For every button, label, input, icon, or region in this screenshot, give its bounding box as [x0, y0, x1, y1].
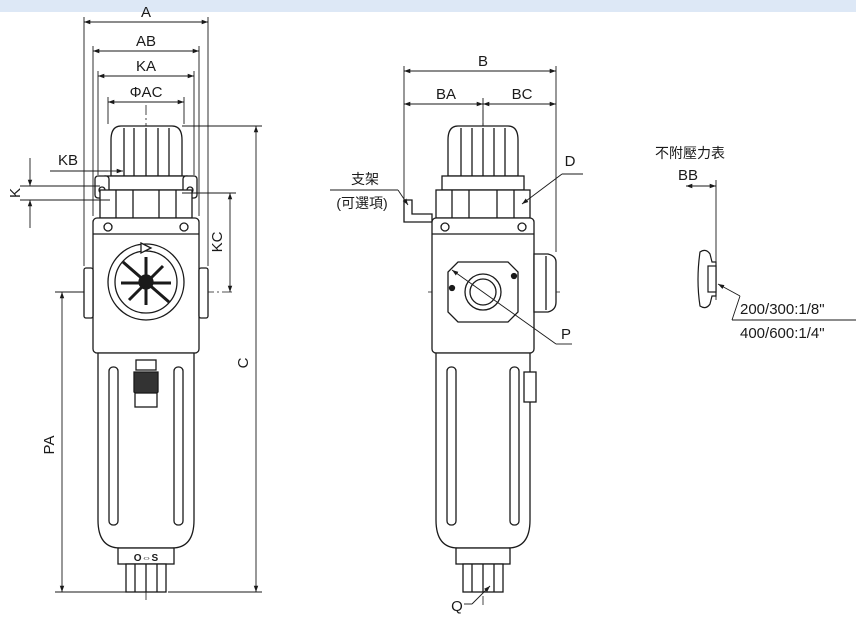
bracket	[403, 199, 433, 223]
bracket-label: 支架	[351, 171, 379, 187]
side-dimensions	[330, 66, 583, 605]
lock-ring	[104, 175, 188, 191]
pressure-gauge	[107, 241, 185, 321]
plug-view	[686, 180, 856, 321]
top-bar	[0, 0, 856, 12]
dim-a: A	[141, 4, 151, 21]
port-size-large: 400/600:1/4"	[740, 325, 825, 342]
side-view	[403, 110, 560, 605]
dim-ba: BA	[436, 86, 456, 103]
dim-pa: PA	[41, 436, 58, 455]
bonnet	[99, 189, 193, 219]
dim-kc: KC	[209, 231, 226, 252]
adjust-knob	[110, 125, 183, 177]
dim-p: P	[561, 326, 571, 343]
port-size-small: 200/300:1/8"	[740, 301, 825, 318]
dim-k: K	[7, 188, 24, 198]
dim-q: Q	[451, 598, 463, 615]
dim-ab: AB	[136, 33, 156, 50]
dim-ac: ΦAC	[130, 84, 163, 101]
dim-bc: BC	[512, 86, 533, 103]
dim-ka: KA	[136, 58, 156, 75]
dim-bb: BB	[678, 167, 698, 184]
dim-kb: KB	[58, 152, 78, 169]
front-view	[60, 105, 232, 600]
bracket-note: (可選項)	[336, 195, 387, 211]
dim-b: B	[478, 53, 488, 70]
dim-c: C	[235, 357, 252, 368]
plug	[697, 249, 717, 309]
drain-label: O⇔S	[134, 553, 159, 564]
plug-title: 不附壓力表	[655, 145, 725, 161]
front-dimensions	[20, 17, 262, 593]
dim-d: D	[565, 153, 576, 170]
